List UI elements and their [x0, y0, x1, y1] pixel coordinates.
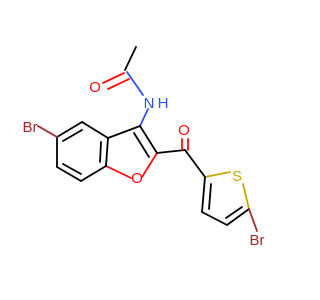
nitrogen-amide-label: N [144, 95, 155, 112]
bond-c4-c5-inner [62, 129, 83, 142]
bond-c5-c4-inner [225, 206, 243, 219]
bond-carbonyl-thiophene [184, 149, 206, 178]
bond-c5-c4-double [226, 208, 250, 226]
bond-thiophene-br [248, 208, 258, 232]
bromine-benzofuran-label: Br [23, 119, 38, 136]
bond-c3-c3a [107, 125, 141, 139]
bond-layer [37, 46, 258, 232]
oxygen-carbonyl-top-label: O [89, 79, 101, 96]
atom-label-layer: O N H O Br O S Br [23, 79, 265, 249]
oxygen-furan-label: O [131, 170, 143, 187]
bond-c3-c2-double-1 [139, 125, 158, 154]
bond-c2-carbonyl [156, 149, 186, 154]
nitrogen-hydrogen-label: H [158, 95, 169, 112]
bond-c7a-c3a-inner [99, 141, 102, 163]
bromine-thiophene-label: Br [250, 232, 265, 249]
bond-thiophene-c2-s [204, 171, 231, 178]
bond-c3-c2-double-2 [133, 132, 150, 158]
bond-c2-ofuran [141, 152, 158, 178]
oxygen-ketone-label: O [178, 122, 190, 139]
bond-c7-c7a [80, 165, 107, 182]
bond-c3a-c4 [81, 121, 109, 139]
bond-c5-br [37, 125, 58, 138]
bond-n-c3 [139, 108, 149, 127]
bond-c6-c7-inner [62, 163, 82, 175]
bond-methyl [124, 46, 137, 71]
bond-c3-c2-thiophene-double [201, 176, 206, 213]
bond-s-c5 [242, 183, 250, 210]
bond-c4-c5-double [56, 121, 83, 138]
sulfur-thiophene-label: S [232, 168, 242, 185]
bond-c4-c3 [201, 211, 228, 226]
bond-c3a-c7a [105, 137, 109, 167]
bond-c6-c7-double [56, 166, 82, 182]
bond-carbonyl-top-double-2 [107, 78, 130, 90]
bond-amide-cn [126, 71, 144, 96]
chemical-structure-diagram: O N H O Br O S Br [23, 46, 265, 249]
bond-c3-c2-thiophene-inner [208, 183, 212, 210]
bond-carbonyl-top-double-1 [102, 72, 125, 84]
bond-ofuran-c7a [105, 165, 132, 179]
